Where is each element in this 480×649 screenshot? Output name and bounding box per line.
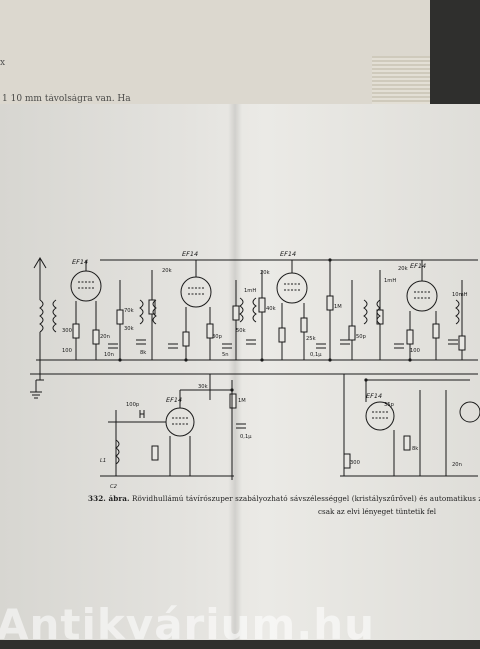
coil-label: L1 (100, 458, 106, 464)
component-label: 20n (452, 462, 462, 468)
component-label: 20k (162, 268, 172, 274)
back-page-mark: x (0, 58, 6, 68)
component-label: 50p (356, 334, 367, 340)
tube-5-envelope (165, 407, 195, 437)
input-coil (39, 299, 44, 333)
component-label: 20k (398, 266, 408, 272)
component-label: 300 (62, 328, 72, 334)
background-page (0, 0, 430, 112)
tube-3-envelope (276, 272, 308, 304)
tube-label: EF14 (280, 250, 296, 258)
component-label: 300 (350, 460, 360, 466)
component-label: 1M (238, 398, 246, 404)
book-page (0, 104, 480, 640)
tube-1-envelope (70, 270, 102, 302)
component-label: 10n (104, 352, 114, 358)
tube-label: EF14 (182, 250, 198, 258)
tube-label: EF14 (166, 396, 182, 404)
caption-text: Rövidhullámú távírószuper szabályozható … (132, 494, 480, 503)
component-label: 40k (266, 306, 276, 312)
component-label: 0,1μ (310, 352, 322, 358)
component-label: 100 (410, 348, 420, 354)
figure-caption: 332. ábra. Rövidhullámú távírószuper sza… (88, 494, 480, 503)
component-label: 8k (140, 350, 146, 356)
tube-2-envelope (180, 276, 212, 308)
figure-caption-continuation: csak az elvi lényeget tüntetik fel (318, 507, 437, 516)
component-label: 5n (222, 352, 229, 358)
lower-coil (115, 439, 120, 465)
component-label: 10mH (452, 292, 468, 298)
input-coil-2 (52, 299, 57, 333)
watermark-text: Antikvárium.hu (0, 600, 376, 649)
antenna-symbol (33, 257, 47, 300)
component-label: 8k (412, 446, 418, 452)
output-tube-envelope (459, 401, 480, 423)
tube-4-envelope (406, 280, 438, 312)
circuit-schematic: EF14 EF14 EF14 EF14 EF14 EF14 20k 20k 20… (30, 250, 480, 490)
component-label: 1M (334, 304, 342, 310)
back-page-text: 1 10 mm távolságra van. Ha (2, 94, 131, 104)
tube-label: EF14 (366, 392, 382, 400)
page-gutter-shadow (228, 104, 242, 640)
component-label: 100p (126, 402, 140, 408)
component-label: 30k (198, 384, 208, 390)
tube-6-envelope (365, 401, 395, 431)
coil-label: C2 (110, 484, 117, 490)
component-label: 50k (236, 328, 246, 334)
component-label: 20n (100, 334, 110, 340)
component-label: 0,1μ (240, 434, 252, 440)
component-label: 1mH (244, 288, 256, 294)
tube-label: EF14 (410, 262, 426, 270)
caption-number: 332. ábra. (88, 494, 130, 503)
component-label: 35p (384, 402, 395, 408)
component-label: 30k (124, 326, 134, 332)
component-label: 20k (260, 270, 270, 276)
component-label: 100 (62, 348, 72, 354)
component-label: 70k (124, 308, 134, 314)
ground-symbol (30, 380, 42, 399)
component-label: 1mH (384, 278, 396, 284)
tube-label: EF14 (72, 258, 88, 266)
component-label: 25k (306, 336, 316, 342)
component-label: 30p (212, 334, 223, 340)
